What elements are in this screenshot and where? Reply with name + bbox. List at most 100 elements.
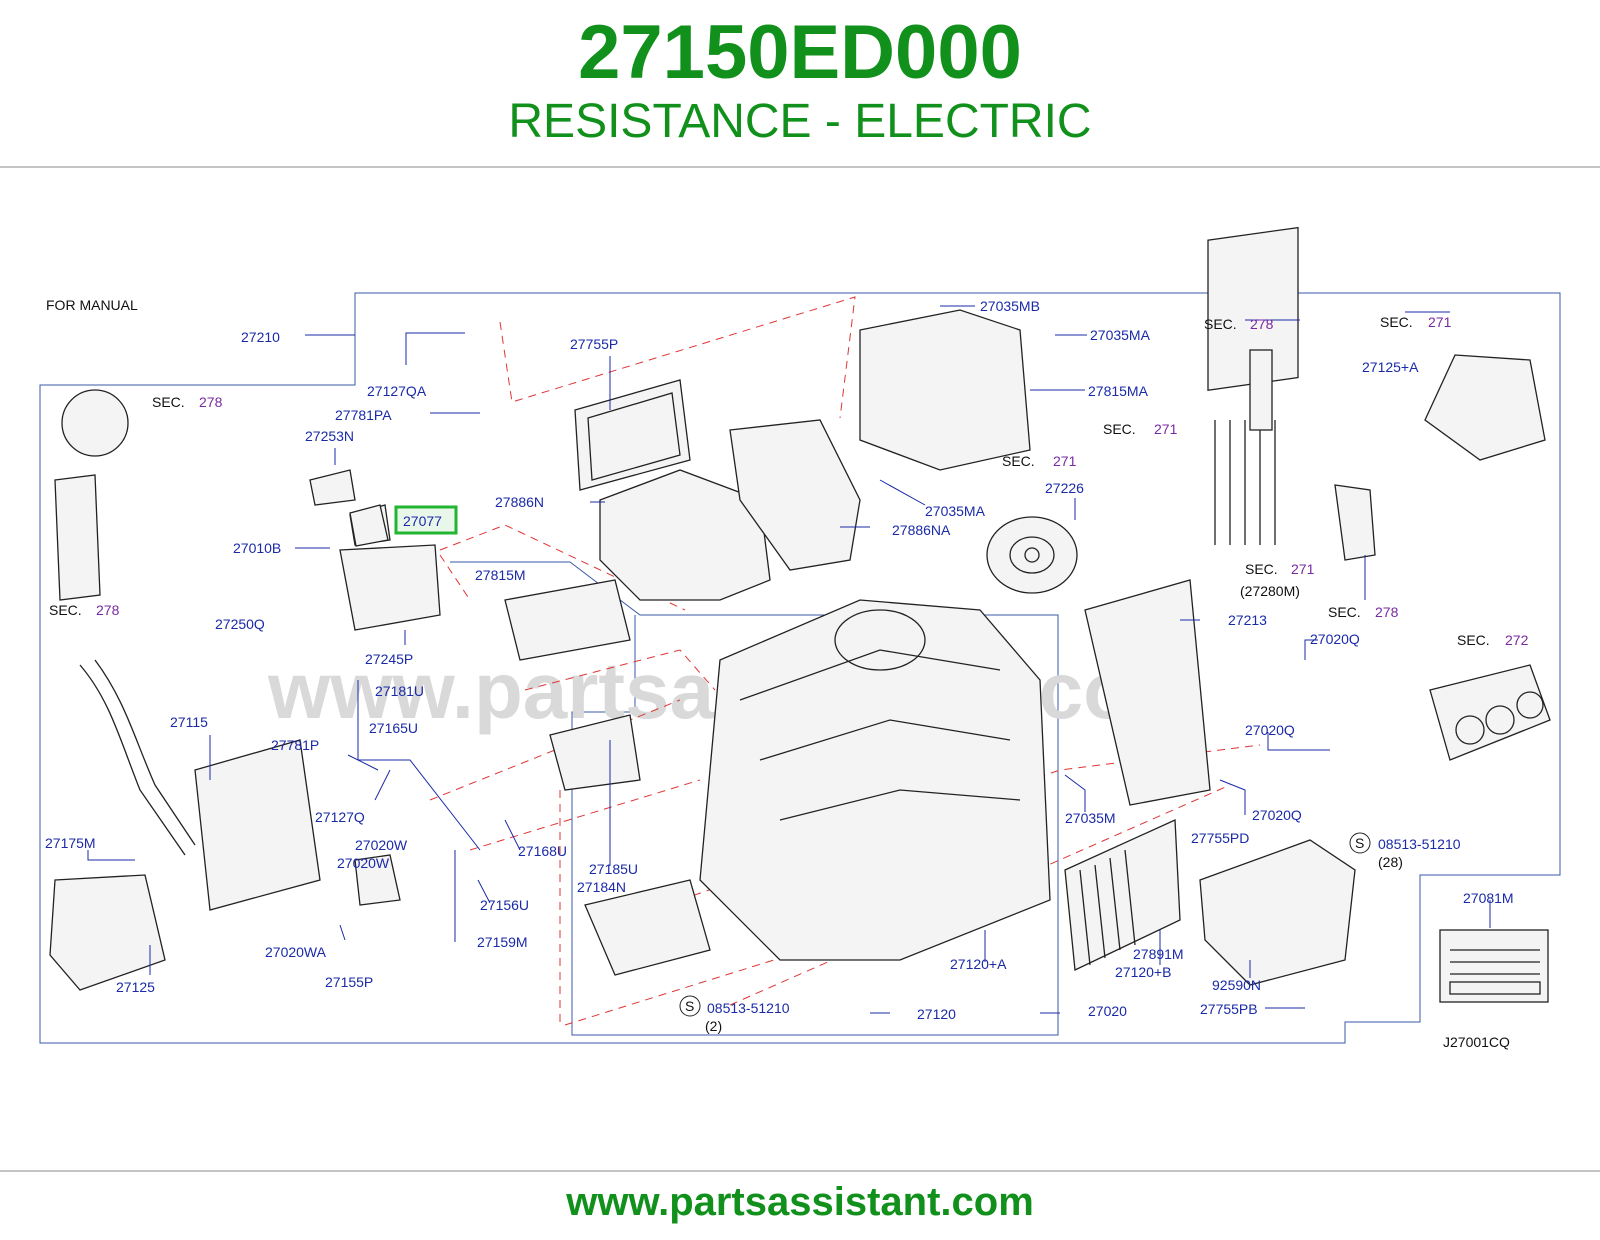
part-label[interactable]: 27755PB bbox=[1200, 1001, 1258, 1017]
part-label[interactable]: 27010B bbox=[233, 540, 281, 556]
part-label[interactable]: 27245P bbox=[365, 651, 413, 667]
part-label[interactable]: 27168U bbox=[518, 843, 567, 859]
bolt-symbol-letter: S bbox=[685, 998, 694, 1014]
sec-ref-number[interactable]: 271 bbox=[1154, 421, 1178, 437]
blower-motor bbox=[986, 516, 1078, 594]
part-label[interactable]: 27125 bbox=[116, 979, 155, 995]
header-divider bbox=[0, 166, 1600, 168]
sec-ref-word: SEC. bbox=[49, 602, 82, 618]
part-label[interactable]: 27125+A bbox=[1362, 359, 1419, 375]
part-qty: (28) bbox=[1378, 854, 1403, 870]
part-label[interactable]: 27020Q bbox=[1310, 631, 1360, 647]
part-label[interactable]: 27120+A bbox=[950, 956, 1007, 972]
target-part-label[interactable]: 27077 bbox=[403, 513, 442, 529]
part-label[interactable]: 27115 bbox=[170, 714, 208, 730]
part-label[interactable]: 27081M bbox=[1463, 890, 1514, 906]
diagram-frame bbox=[39, 292, 1561, 1044]
part-label[interactable]: 27120+B bbox=[1115, 964, 1171, 980]
part-label[interactable]: 27781P bbox=[271, 737, 319, 753]
part-qty: (2) bbox=[705, 1018, 722, 1034]
part-label[interactable]: 27120 bbox=[917, 1006, 956, 1022]
part-label[interactable]: 27020Q bbox=[1252, 807, 1302, 823]
sec-ref-word: SEC. bbox=[1002, 453, 1035, 469]
part-label[interactable]: 27035MA bbox=[1090, 327, 1151, 343]
part-label[interactable]: 27165U bbox=[369, 720, 418, 736]
sec-ref-word: SEC. bbox=[1380, 314, 1413, 330]
inner-frame bbox=[450, 561, 1059, 1036]
filter-frame bbox=[574, 379, 691, 491]
part-label[interactable]: 27127QA bbox=[367, 383, 427, 399]
control-panel bbox=[1429, 664, 1551, 761]
header: 27150ED000 RESISTANCE - ELECTRIC bbox=[0, 0, 1600, 170]
part-label[interactable]: 27185U bbox=[589, 861, 638, 877]
target-part-highlight[interactable] bbox=[394, 505, 458, 535]
sec-ref-word: SEC. bbox=[1457, 632, 1490, 648]
part-label[interactable]: 27250Q bbox=[215, 616, 265, 632]
part-number-title: 27150ED000 bbox=[578, 10, 1022, 95]
part-label[interactable]: 27781PA bbox=[335, 407, 392, 423]
section-references: SEC. 278 SEC. 278 SEC. 278 SEC. 278 SEC.… bbox=[49, 314, 1529, 648]
sec-ref-number[interactable]: 272 bbox=[1505, 632, 1529, 648]
part-label[interactable]: 08513-51210 bbox=[1378, 836, 1461, 852]
dashed-guide bbox=[429, 699, 681, 801]
duct-pieces bbox=[49, 354, 1546, 991]
sec-ref-number[interactable]: 271 bbox=[1428, 314, 1452, 330]
part-label[interactable]: 27210 bbox=[241, 329, 280, 345]
part-label[interactable]: 27127Q bbox=[315, 809, 365, 825]
label-plate bbox=[1439, 929, 1549, 1003]
cabin-filter bbox=[1064, 819, 1181, 971]
part-label[interactable]: 27035M bbox=[1065, 810, 1116, 826]
part-label[interactable]: 27886N bbox=[495, 494, 544, 510]
sec-ref-word: SEC. bbox=[1204, 316, 1237, 332]
part-label[interactable]: 08513-51210 bbox=[707, 1000, 790, 1016]
bolt-symbol-letter: S bbox=[1355, 835, 1364, 851]
dashed-guide bbox=[439, 554, 471, 601]
part-label[interactable]: 27175M bbox=[45, 835, 96, 851]
sec-ref-word: SEC. bbox=[152, 394, 185, 410]
sec-ref-number[interactable]: 278 bbox=[96, 602, 120, 618]
part-label[interactable]: 27035MA bbox=[925, 503, 986, 519]
part-label[interactable]: 27226 bbox=[1045, 480, 1084, 496]
sec-ref-number[interactable]: 278 bbox=[1250, 316, 1274, 332]
footer-url-link[interactable]: www.partsassistant.com bbox=[566, 1180, 1034, 1224]
part-label[interactable]: 27035MB bbox=[980, 298, 1040, 314]
sec-ref-word: SEC. bbox=[1328, 604, 1361, 620]
note-for-manual: FOR MANUAL bbox=[46, 297, 138, 313]
lower-tray bbox=[1199, 839, 1356, 986]
sec-ref-number[interactable]: 271 bbox=[1291, 561, 1315, 577]
part-label[interactable]: 27020WA bbox=[265, 944, 327, 960]
part-label[interactable]: 27815M bbox=[475, 567, 526, 583]
part-label[interactable]: 27020Q bbox=[1245, 722, 1295, 738]
sec-ref-number[interactable]: 278 bbox=[199, 394, 223, 410]
part-label-alt[interactable]: (27280M) bbox=[1240, 583, 1300, 599]
part-label[interactable]: 27159M bbox=[477, 934, 528, 950]
part-labels: 27210 27127QA 27781PA 27253N 27010B 2725… bbox=[45, 298, 1514, 1034]
evaporator-core bbox=[1207, 226, 1299, 545]
footer-divider bbox=[0, 1170, 1600, 1172]
part-label[interactable]: 27886NA bbox=[892, 522, 951, 538]
heater-unit-case bbox=[699, 599, 1051, 961]
part-label[interactable]: 27155P bbox=[325, 974, 373, 990]
sec-ref-word: SEC. bbox=[1103, 421, 1136, 437]
part-label[interactable]: 92590N bbox=[1212, 977, 1261, 993]
part-label[interactable]: 27156U bbox=[480, 897, 529, 913]
sec-ref-number[interactable]: 278 bbox=[1375, 604, 1399, 620]
part-label[interactable]: 27213 bbox=[1228, 612, 1267, 628]
part-label[interactable]: 27755P bbox=[570, 336, 618, 352]
part-label[interactable]: 27184N bbox=[577, 879, 626, 895]
dashed-guide bbox=[524, 649, 716, 691]
part-label[interactable]: 27181U bbox=[375, 683, 424, 699]
diagram-code: J27001CQ bbox=[1443, 1034, 1510, 1050]
part-label[interactable]: 27815MA bbox=[1088, 383, 1149, 399]
bolt-symbol bbox=[679, 995, 701, 1017]
sec-ref-number[interactable]: 271 bbox=[1053, 453, 1077, 469]
part-label[interactable]: 27755PD bbox=[1191, 830, 1249, 846]
bolt-symbol bbox=[1349, 832, 1371, 854]
part-label[interactable]: 27020W bbox=[337, 855, 390, 871]
leader-lines bbox=[87, 305, 1491, 1014]
part-label[interactable]: 27020 bbox=[1088, 1003, 1127, 1019]
part-label[interactable]: 27020W bbox=[355, 837, 408, 853]
part-label[interactable]: 27253N bbox=[305, 428, 354, 444]
heater-core bbox=[79, 659, 321, 911]
part-label[interactable]: 27891M bbox=[1133, 946, 1184, 962]
